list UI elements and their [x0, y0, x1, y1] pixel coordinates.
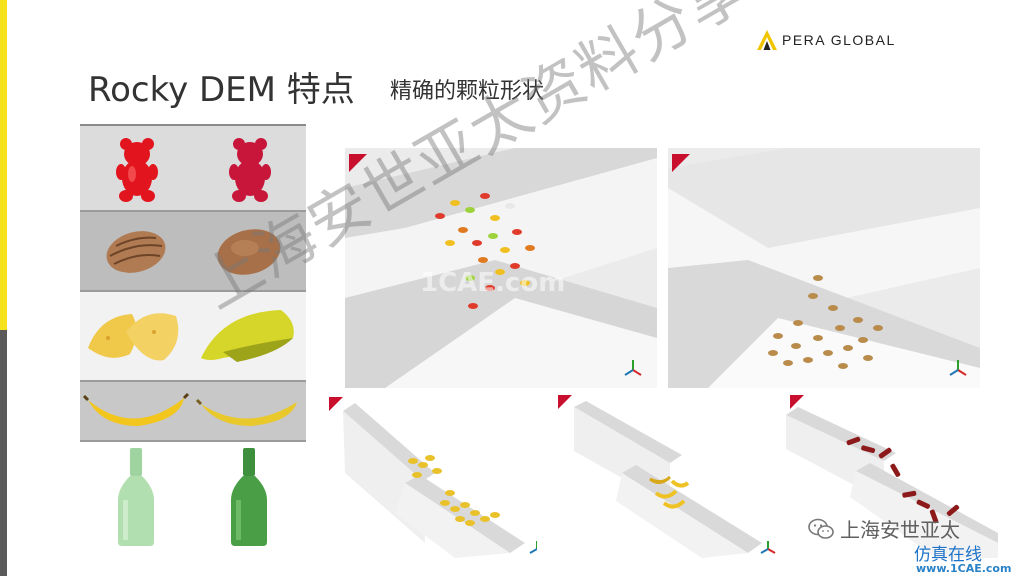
rocky-logo-icon — [672, 154, 690, 172]
simulation-chip-chute — [325, 393, 537, 558]
rocky-logo-icon — [558, 395, 572, 409]
grid-row-pecan — [80, 212, 306, 290]
slide-subtitle: 精确的颗粒形状 — [390, 79, 545, 104]
chute-scene — [345, 148, 657, 388]
banana-particles — [649, 475, 690, 509]
bottle-photo — [80, 442, 193, 550]
simulation-banana-chute — [552, 393, 782, 558]
wechat-watermark: 上海安世亚太 — [808, 514, 960, 543]
logo-text: PERA GLOBAL — [782, 32, 896, 48]
wechat-icon — [808, 518, 834, 539]
grid-divider — [80, 210, 306, 212]
watermark-site: 1CAE.com — [420, 268, 566, 298]
grid-divider — [80, 290, 306, 292]
gummy-particles — [435, 193, 535, 309]
potato-chip-icon — [88, 313, 179, 361]
banana-icon — [82, 392, 190, 426]
chute-scene — [329, 397, 537, 558]
pecan-model-icon — [217, 229, 281, 275]
pecan-model — [193, 212, 306, 290]
chip-photo — [80, 292, 193, 380]
axis-triad-icon — [949, 360, 967, 376]
banana-model-icon — [195, 398, 297, 426]
rocky-logo-icon — [790, 395, 804, 409]
simulation-gummy-chute — [345, 148, 657, 388]
gummy-photo — [80, 126, 193, 210]
pecan-particles — [768, 275, 883, 369]
gummy-bear-icon — [116, 138, 158, 202]
bottle-particles — [846, 436, 960, 524]
grid-row-bottle — [80, 442, 306, 550]
rocky-logo-icon — [349, 154, 367, 172]
banana-model — [193, 382, 306, 440]
axis-triad-icon — [624, 360, 642, 376]
site-url: www.1CAE.com — [916, 562, 1012, 575]
glass-bottle-icon — [118, 448, 154, 546]
grid-divider — [80, 380, 306, 382]
grid-divider — [80, 440, 306, 442]
grid-row-chip — [80, 292, 306, 380]
site-badge: 仿真在线 — [914, 545, 982, 565]
pecan-icon — [106, 231, 166, 273]
simulation-bottle-chute — [786, 393, 998, 558]
company-logo: PERA GLOBAL — [756, 26, 896, 54]
chip-model-icon — [201, 310, 294, 362]
axis-triad-icon — [760, 541, 776, 554]
banana-photo — [80, 382, 193, 440]
slide-title: Rocky DEM 特点 — [88, 70, 355, 110]
simulation-pecan-chute — [668, 148, 980, 388]
pecan-photo — [80, 212, 193, 290]
gummy-model-icon — [229, 138, 271, 202]
wechat-account-name: 上海安世亚太 — [840, 518, 960, 542]
accent-bar-yellow — [0, 0, 7, 330]
grid-row-gummy — [80, 126, 306, 210]
chip-model — [193, 292, 306, 380]
chute-scene — [786, 395, 998, 558]
logo-triangle-icon — [757, 30, 777, 50]
gummy-model — [193, 126, 306, 210]
shape-comparison-grid — [80, 124, 306, 550]
rocky-logo-icon — [329, 397, 343, 411]
bottle-model-icon — [231, 448, 267, 546]
accent-bar-gray — [0, 330, 7, 576]
bottle-model — [193, 442, 306, 550]
chip-particles — [408, 455, 500, 526]
grid-row-banana — [80, 382, 306, 440]
axis-triad-icon — [529, 541, 537, 554]
chute-scene — [668, 148, 980, 388]
chute-scene — [558, 395, 776, 558]
